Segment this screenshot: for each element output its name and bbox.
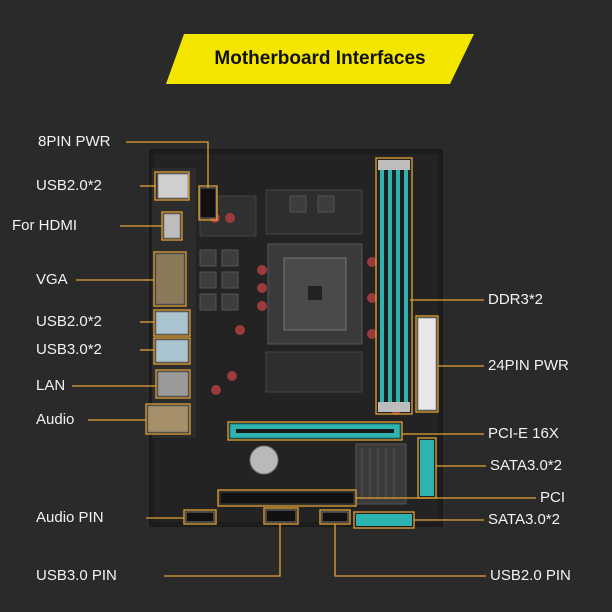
label-usb3: USB3.0*2	[36, 341, 102, 358]
atx-24pin-connector	[417, 317, 437, 411]
label-sata-lower: SATA3.0*2	[488, 511, 560, 528]
socket-retention-bottom	[265, 351, 363, 393]
dimm-latch-top	[378, 160, 410, 170]
vga-port	[155, 253, 185, 305]
pci-slot	[219, 491, 355, 505]
label-for-hdmi: For HDMI	[12, 217, 77, 234]
label-audio: Audio	[36, 411, 75, 428]
label-sata-upper: SATA3.0*2	[490, 457, 562, 474]
hdmi-port	[163, 213, 181, 239]
label-lan: LAN	[36, 377, 66, 394]
sata-ports-lower	[356, 514, 412, 526]
usb2-header	[321, 511, 349, 523]
page-title: Motherboard Interfaces	[214, 48, 426, 69]
usb3-port	[155, 339, 189, 363]
label-vga: VGA	[36, 271, 68, 288]
inductors	[199, 195, 335, 311]
label-usb2-top: USB2.0*2	[36, 177, 102, 194]
label-pci: PCI	[540, 489, 566, 506]
usb3-header	[265, 509, 297, 523]
label-usb3-pin: USB3.0 PIN	[36, 567, 117, 584]
cpu-8pin-connector	[199, 187, 217, 219]
dimm-slot-2-groove	[400, 168, 404, 406]
chipset-heatsink	[355, 443, 407, 505]
sata-ports-upper	[420, 440, 434, 496]
usb2-port-top	[157, 173, 189, 199]
label-ddr3: DDR3*2	[488, 291, 544, 308]
audio-jacks	[147, 405, 189, 433]
socket-retention-top	[265, 189, 363, 235]
lan-port	[157, 371, 189, 397]
dimm-latch-bottom	[378, 402, 410, 412]
cmos-battery	[249, 445, 279, 475]
capacitors	[210, 213, 401, 415]
title-banner	[166, 34, 474, 84]
heatsink-fins	[361, 448, 395, 500]
label-pcie-16x: PCI-E 16X	[488, 425, 559, 442]
socket-center	[308, 286, 322, 300]
label-24pin-pwr: 24PIN PWR	[488, 357, 569, 374]
callout-lines	[72, 141, 536, 577]
audio-header	[185, 511, 215, 523]
pcie-slot-groove	[236, 429, 394, 433]
label-usb2-mid: USB2.0*2	[36, 313, 102, 330]
dimm-slot-1-groove	[384, 168, 388, 406]
usb2-port-mid	[155, 311, 189, 335]
label-usb2-pin: USB2.0 PIN	[490, 567, 571, 584]
label-audio-pin: Audio PIN	[36, 509, 104, 526]
label-8pin-pwr: 8PIN PWR	[38, 133, 111, 150]
